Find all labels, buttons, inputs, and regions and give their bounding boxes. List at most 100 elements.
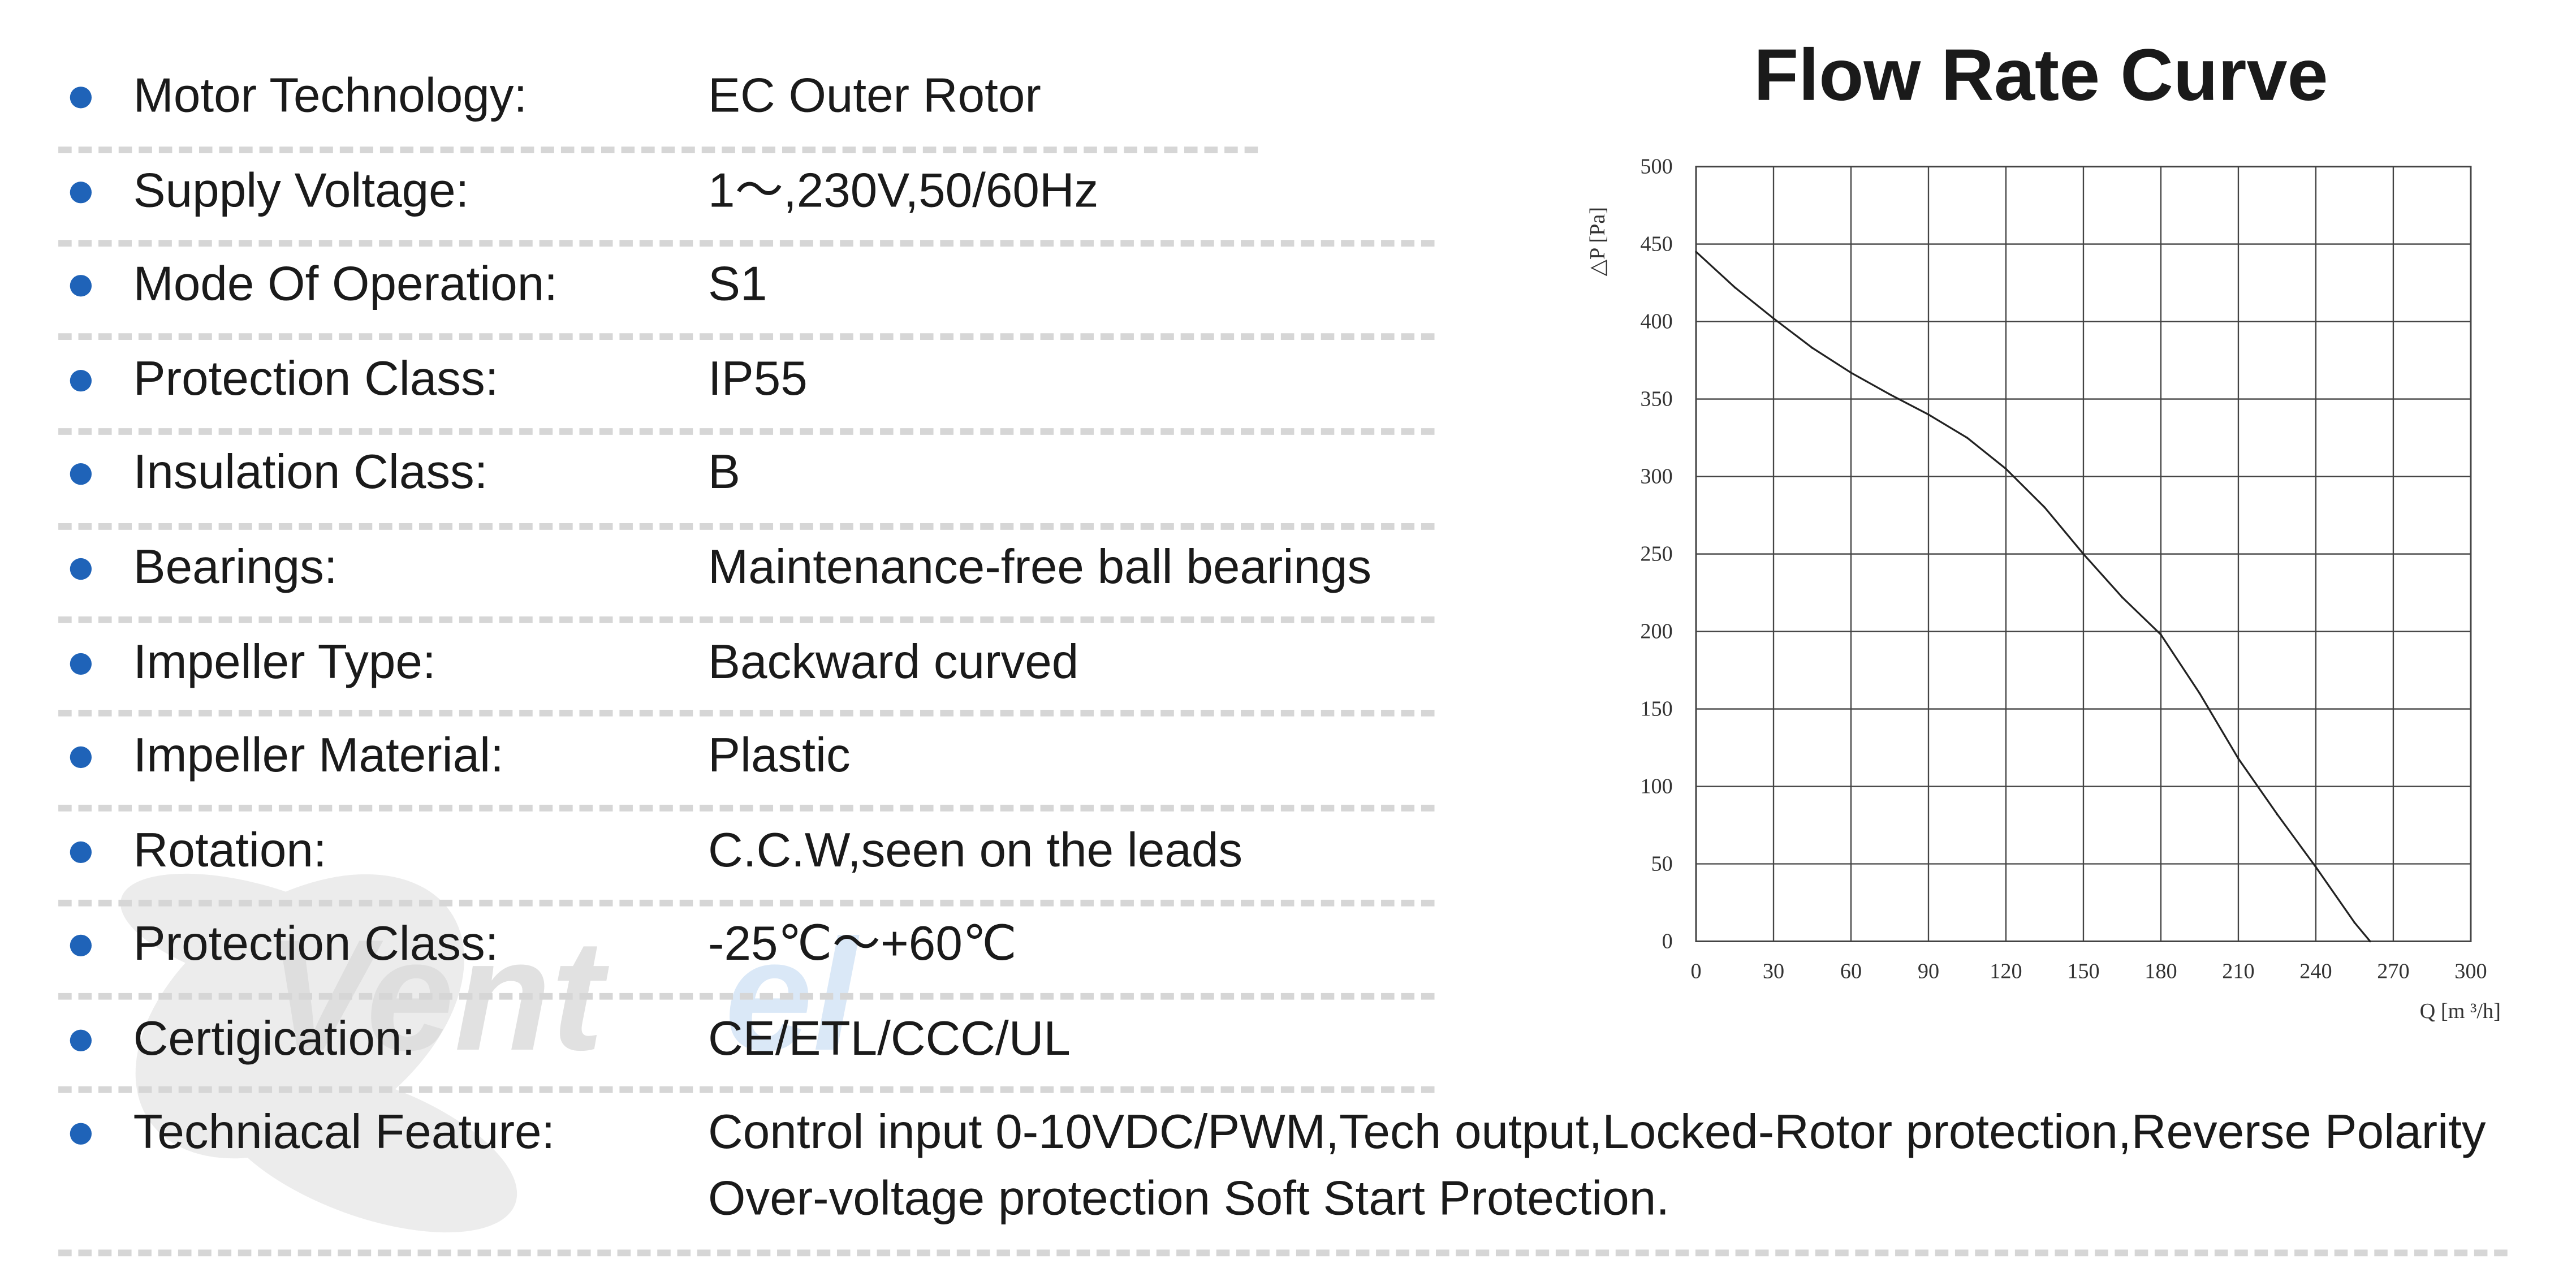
bullet-icon: [70, 1029, 92, 1051]
spec-row: Rotation: C.C.W,seen on the leads: [0, 818, 1499, 885]
y-axis-label: △P [Pa]: [1586, 207, 1610, 277]
x-axis-label: Q [m ³/h]: [2420, 999, 2501, 1023]
x-tick-label: 0: [1690, 959, 1701, 983]
spec-label: Protection Class:: [133, 918, 499, 972]
spec-row: Supply Voltage: 1～,230V,50/60Hz: [0, 158, 1499, 225]
x-tick-label: 240: [2299, 959, 2332, 983]
x-tick-label: 300: [2454, 959, 2487, 983]
spec-row: Certigication: CE/ETL/CCC/UL: [0, 1006, 1499, 1073]
spec-row: Protection Class: -25℃～+60℃: [0, 911, 1499, 978]
x-tick-label: 90: [1918, 959, 1939, 983]
spec-value: Control input 0-10VDC/PWM,Tech output,Lo…: [708, 1106, 2486, 1227]
spec-row: Mode Of Operation:S1: [0, 252, 1499, 318]
row-divider: [58, 899, 1435, 907]
spec-value: Maintenance-free ball bearings: [708, 541, 1372, 595]
spec-value: B: [708, 446, 741, 500]
flow-curve-point: [2353, 921, 2356, 924]
spec-value: EC Outer Rotor: [708, 70, 1041, 124]
flow-curve-point: [2315, 866, 2317, 868]
flow-curve-point: [1927, 413, 1930, 416]
bullet-icon: [70, 653, 92, 675]
spec-label: Supply Voltage:: [133, 165, 469, 218]
row-divider: [58, 616, 1435, 623]
x-tick-label: 150: [2067, 959, 2099, 983]
row-divider: [58, 1086, 1435, 1093]
y-tick-label: 500: [1640, 154, 1672, 178]
row-divider: [58, 333, 1435, 340]
flow-curve-point: [1850, 372, 1852, 374]
spec-label: Bearings:: [133, 541, 338, 595]
x-tick-label: 60: [1840, 959, 1862, 983]
spec-label: Protection Class:: [133, 353, 499, 407]
flow-curve-point: [1733, 286, 1736, 289]
row-divider: [58, 709, 1435, 717]
x-tick-label: 270: [2377, 959, 2409, 983]
flow-curve-point: [1811, 347, 1814, 349]
flow-curve-point: [2121, 596, 2124, 599]
spec-value: C.C.W,seen on the leads: [708, 825, 1243, 878]
bullet-icon: [70, 182, 92, 204]
spec-value: CE/ETL/CCC/UL: [708, 1013, 1071, 1067]
flow-curve-point: [2082, 553, 2085, 555]
flow-curve-point: [2198, 692, 2201, 694]
row-divider: [58, 1249, 2508, 1257]
bullet-icon: [70, 275, 92, 297]
spec-value: Backward curved: [708, 636, 1079, 690]
flow-curve-point: [2276, 813, 2279, 816]
y-tick-label: 100: [1640, 774, 1672, 798]
spec-value: 1～,230V,50/60Hz: [708, 165, 1099, 218]
flow-rate-chart: 0 30 60 90 120 150 180 210 240 270 300 0 50 100 150 200…: [1586, 154, 2501, 1023]
spec-row: Bearings: Maintenance-free ball bearings: [0, 535, 1499, 602]
flow-curve-point: [2237, 757, 2240, 760]
y-tick-label: 300: [1640, 464, 1672, 488]
flow-curve-point: [1695, 251, 1697, 253]
flow-curve-point: [2160, 633, 2162, 636]
row-divider: [58, 993, 1435, 1000]
spec-row: Impeller Material: Plastic: [0, 723, 1499, 790]
spec-label: Techniacal Feature:: [133, 1106, 555, 1160]
spec-label: Impeller Material:: [133, 730, 504, 783]
flow-curve-point: [1888, 393, 1891, 396]
y-tick-label: 200: [1640, 619, 1672, 643]
bullet-icon: [70, 934, 92, 957]
spec-label: Rotation:: [133, 825, 327, 878]
spec-label: Motor Technology:: [133, 70, 528, 124]
bullet-icon: [70, 370, 92, 392]
row-divider: [58, 240, 1435, 247]
spec-value: IP55: [708, 353, 808, 407]
row-divider: [58, 804, 1435, 812]
spec-label: Certigication:: [133, 1013, 416, 1067]
x-tick-label: 120: [1990, 959, 2022, 983]
spec-value: Plastic: [708, 730, 851, 783]
flow-curve-point: [1772, 317, 1775, 320]
x-tick-label: 30: [1763, 959, 1784, 983]
spec-row: Impeller Type: Backward curved: [0, 630, 1499, 697]
y-tick-label: 450: [1640, 232, 1672, 256]
spec-label: Insulation Class:: [133, 446, 488, 500]
bullet-icon: [70, 841, 92, 864]
y-tick-label: 400: [1640, 309, 1672, 333]
row-divider: [58, 428, 1435, 435]
y-tick-label: 0: [1662, 929, 1673, 953]
y-tick-label: 150: [1640, 697, 1672, 721]
spec-row: Motor Technology: EC Outer Rotor: [0, 63, 1499, 130]
bullet-icon: [70, 87, 92, 109]
bullet-icon: [70, 558, 92, 580]
bullet-icon: [70, 746, 92, 769]
spec-value: -25℃～+60℃: [708, 918, 1017, 972]
y-tick-label: 250: [1640, 542, 1672, 566]
spec-row: Techniacal Feature: Control input 0-10VDC…: [0, 1099, 2486, 1226]
spec-value: S1: [708, 258, 767, 312]
x-tick-label: 210: [2222, 959, 2254, 983]
y-tick-label: 50: [1651, 852, 1673, 875]
flow-curve-point: [2005, 468, 2007, 470]
flow-curve-point: [2369, 940, 2371, 943]
spec-label: Impeller Type:: [133, 636, 436, 690]
row-divider: [58, 523, 1435, 530]
chart-title: Flow Rate Curve: [1754, 34, 2328, 117]
spec-row: Insulation Class: B: [0, 440, 1499, 507]
x-tick-label: 180: [2144, 959, 2177, 983]
spec-row: Protection Class: IP55: [0, 347, 1499, 413]
row-divider: [58, 146, 1258, 154]
